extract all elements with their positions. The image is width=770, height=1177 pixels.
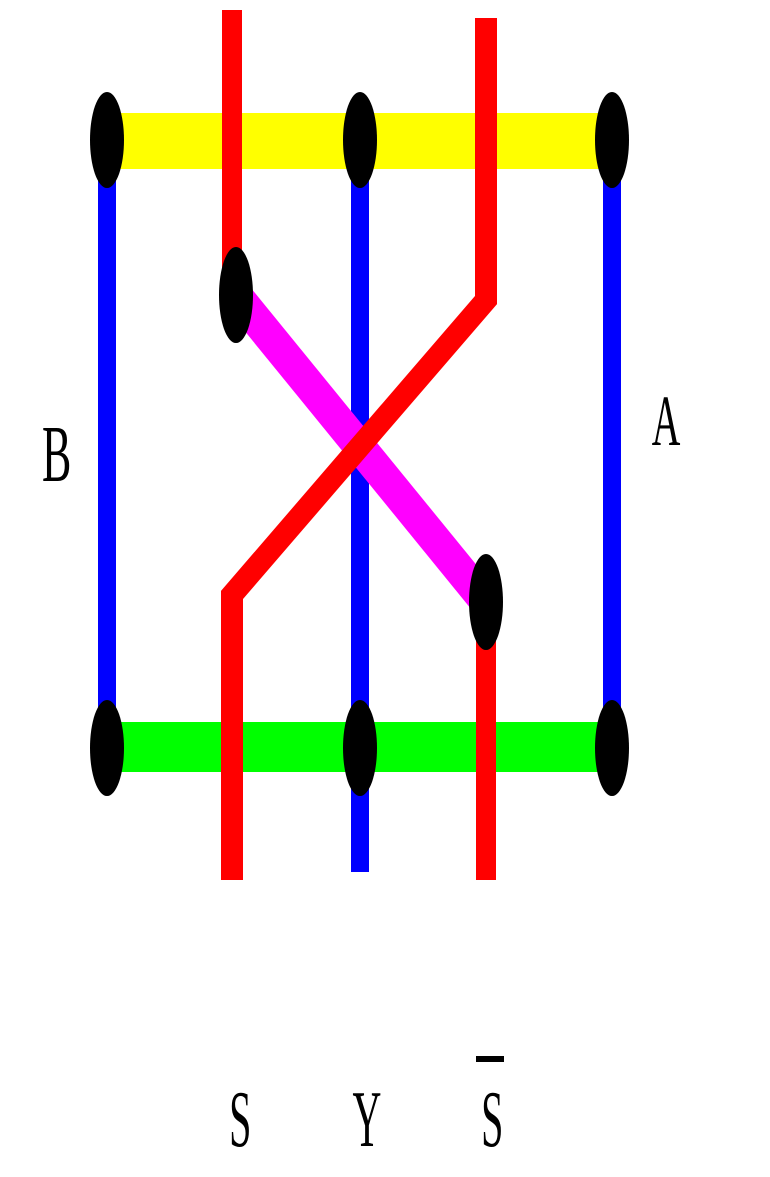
node-bottom-right <box>595 700 629 796</box>
node-top-right <box>595 92 629 188</box>
label-s: S <box>229 1076 252 1164</box>
node-bottom-left <box>90 700 124 796</box>
node-bottom-center <box>343 700 377 796</box>
node-top-center <box>343 92 377 188</box>
label-a: A <box>651 381 681 461</box>
node-lower-switch <box>469 554 503 650</box>
s-bar-overline <box>476 1056 504 1062</box>
red-wire-s-path <box>221 18 497 880</box>
label-b: B <box>42 411 72 499</box>
label-y: Y <box>352 1076 382 1164</box>
node-top-left <box>90 92 124 188</box>
node-upper-switch <box>219 247 253 343</box>
label-s-bar: S <box>481 1076 504 1164</box>
